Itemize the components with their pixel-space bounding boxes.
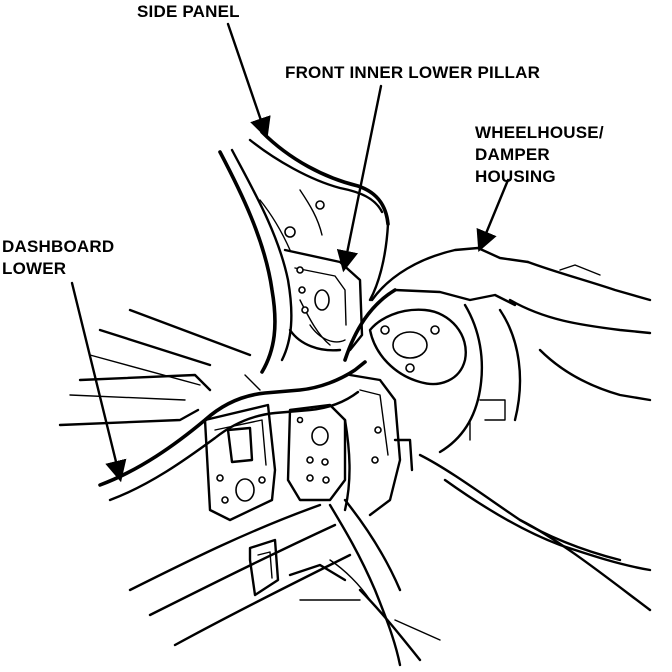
wheelhouse-damper-housing-part [343, 246, 652, 612]
lower-pillar-plate-part [203, 403, 277, 522]
front-inner-lower-pillar-part [283, 248, 364, 352]
dashboard-lower-label: DASHBOARD LOWER [2, 236, 114, 280]
dashboard-label-line-1: DASHBOARD [2, 237, 115, 256]
wheelhouse-label-line-3: HOUSING [475, 167, 556, 186]
central-pillar-lower-part [286, 373, 414, 517]
front-inner-lower-pillar-label: FRONT INNER LOWER PILLAR [285, 63, 541, 82]
side-panel-part [218, 130, 390, 374]
leader-lines [70, 22, 510, 483]
wheelhouse-label-line-1: WHEELHOUSE/ [475, 123, 604, 142]
dashboard-lower-leader [70, 281, 127, 483]
dashboard-lower-part [58, 308, 367, 502]
side-panel-leader [226, 22, 271, 140]
dashboard-label-line-2: LOWER [2, 259, 67, 278]
wheelhouse-leader [476, 178, 510, 252]
wheelhouse-label-line-2: DAMPER [475, 145, 550, 164]
floor-rocker-part [128, 498, 441, 667]
front-inner-lower-pillar-leader [336, 84, 383, 273]
wheelhouse-damper-housing-label: WHEELHOUSE/ DAMPER HOUSING [475, 122, 604, 188]
side-panel-label: SIDE PANEL [137, 2, 240, 21]
